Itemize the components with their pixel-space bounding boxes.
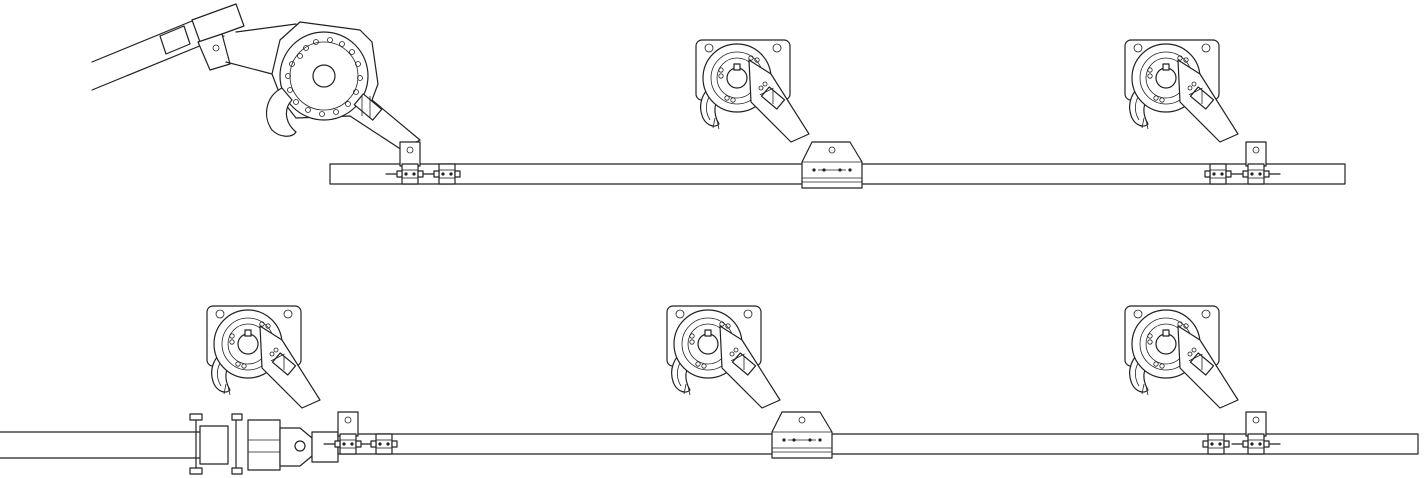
crank-drive-unit-lower-1 [206, 305, 321, 409]
upper-angled-shaft [91, 3, 297, 91]
lower-center-bracket [771, 411, 833, 459]
crank-drive-unit-lower-2 [666, 305, 781, 409]
lower-coupler [189, 413, 339, 475]
crank-drive-unit-lower-3 [1124, 305, 1239, 409]
crank-drive-unit-upper-2 [695, 39, 810, 143]
upper-assembly [91, 3, 1346, 189]
crank-drive-unit-upper-3 [1124, 39, 1239, 143]
upper-center-bracket [801, 141, 863, 189]
crank-drive-unit-upper-1 [265, 21, 421, 151]
lower-assembly [0, 305, 1419, 475]
